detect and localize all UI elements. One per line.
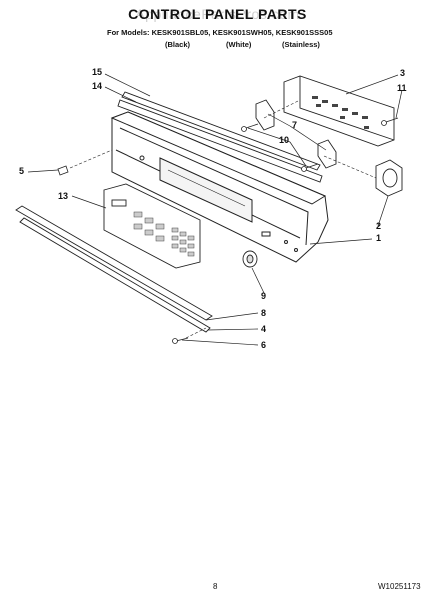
callout-8: 8: [261, 308, 267, 318]
callout-15: 15: [92, 67, 103, 77]
variant-black: (Black): [165, 40, 191, 49]
callout-10: 10: [279, 135, 290, 145]
part-7-brackets: [255, 99, 337, 169]
callout-7: 7: [292, 120, 298, 130]
control-panel-housing: [110, 111, 329, 263]
callout-1: 1: [376, 233, 382, 243]
callout-6: 6: [261, 340, 267, 350]
callout-11: 11: [397, 83, 407, 93]
callout-14: 14: [92, 81, 103, 91]
callout-5: 5: [19, 166, 25, 176]
callout-3: 3: [400, 68, 406, 78]
part-8-4-trim-strips: [15, 205, 213, 333]
callout-4: 4: [261, 324, 267, 334]
callout-2: 2: [376, 221, 382, 231]
part-3-control-module: [283, 75, 395, 147]
models-line: For Models: KESK901SBL05, KESK901SWH05, …: [107, 28, 333, 37]
watermark: AppliancePartsPros.com: [135, 6, 300, 22]
part-9-knob: [242, 250, 258, 268]
variant-stainless: (Stainless): [282, 40, 320, 49]
screws: [57, 117, 399, 344]
page-title: CONTROL PANEL PARTS: [128, 6, 307, 22]
variant-white: (White): [226, 40, 252, 49]
leader-lines: [27, 73, 403, 346]
part-13-control-board: [103, 183, 201, 269]
callout-13: 13: [58, 191, 69, 201]
part-2-selector: [375, 159, 403, 197]
document-number: W10251173: [378, 582, 421, 591]
callout-9: 9: [261, 291, 267, 301]
page-number: 8: [213, 582, 218, 591]
